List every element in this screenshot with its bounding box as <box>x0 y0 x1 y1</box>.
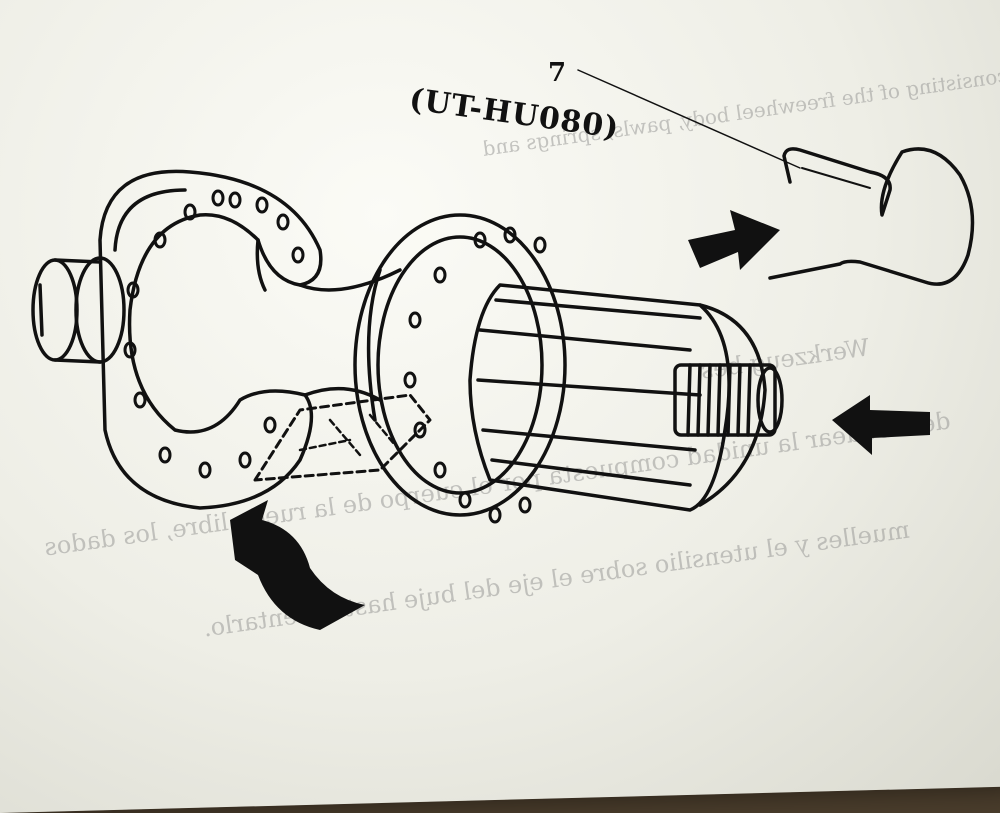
removal-tool <box>768 147 975 286</box>
hub-shell <box>298 268 402 402</box>
axle-right <box>673 363 784 437</box>
spoke-holes <box>123 189 547 524</box>
right-flange <box>353 213 567 517</box>
axle-left <box>31 256 126 364</box>
arrow-rotate-icon <box>230 500 365 630</box>
step-number: 7 <box>548 58 567 88</box>
arrow-insert-icon <box>688 210 780 270</box>
arrow-press-icon <box>832 395 930 455</box>
left-flange <box>98 169 323 510</box>
hub-illustration <box>31 69 975 630</box>
pawl-assembly <box>253 393 432 482</box>
leader-line <box>577 69 801 169</box>
